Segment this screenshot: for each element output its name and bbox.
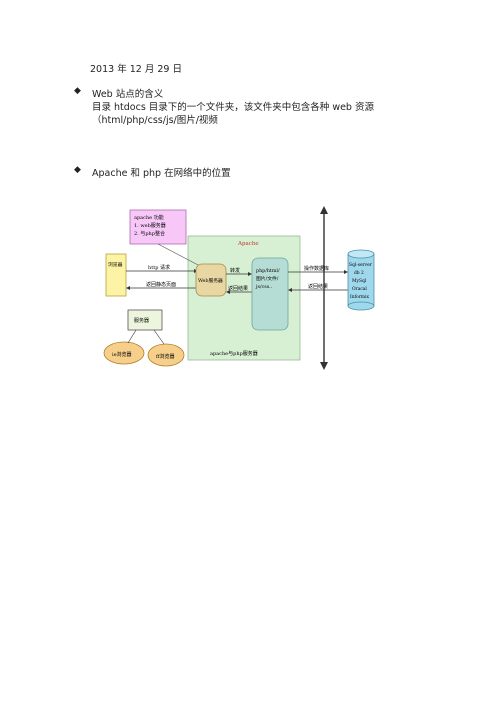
- note-line1: apache 功能: [134, 214, 164, 221]
- section1-line2: （html/php/css/js/图片/视频: [92, 115, 218, 126]
- php-resources-box: [251, 257, 289, 331]
- db-operation-label: 操作数据库: [304, 265, 329, 272]
- diamond-bullet-icon: ◆: [74, 86, 81, 96]
- db-line3: MySql: [352, 279, 367, 284]
- php-line1: php/html/: [256, 268, 280, 274]
- php-line2: 图片/文件/: [256, 275, 279, 282]
- diagram-caption: apache与php服务器: [210, 350, 258, 357]
- forward-label: 转发: [230, 267, 240, 274]
- db-line2: db 2: [354, 271, 364, 276]
- section2-heading: Apache 和 php 在网络中的位置: [92, 168, 231, 179]
- web-server-label: Web服务器: [198, 277, 223, 284]
- apache-php-network-diagram: Apache apache 功能 1. web服务器 2. 与php整合 浏览器…: [98, 206, 380, 370]
- apache-function-note: [129, 209, 187, 245]
- section1-heading: Web 站点的含义: [92, 89, 164, 100]
- http-request-label: http 请求: [148, 264, 170, 271]
- ie-browser-label: ie浏览器: [112, 351, 132, 358]
- db-line1: Sql-server: [349, 263, 373, 268]
- diamond-bullet-icon: ◆: [74, 165, 81, 175]
- browser-box: [105, 253, 127, 297]
- ff-browser-ellipse: [147, 343, 185, 367]
- db-line5: Informix: [350, 295, 369, 300]
- php-line3: js/css..: [255, 284, 273, 290]
- server-label: 服务器: [134, 317, 149, 324]
- browser-label: 浏览器: [108, 261, 123, 268]
- ff-browser-label: ff浏览器: [156, 353, 175, 360]
- note-line3: 2. 与php整合: [134, 230, 165, 237]
- document-date: 2013 年 12 月 29 日: [90, 64, 182, 75]
- return-result-label: 返回结果: [228, 285, 248, 292]
- apache-label: Apache: [237, 241, 259, 247]
- note-line2: 1. web服务器: [134, 222, 166, 229]
- return-page-label: 返回静态页面: [146, 281, 176, 288]
- section1-line1: 目录 htdocs 目录下的一个文件夹，该文件夹中包含各种 web 资源: [92, 102, 374, 113]
- web-server-box: [195, 263, 227, 297]
- db-return-label: 返回结果: [308, 283, 328, 290]
- ie-browser-ellipse: [103, 341, 145, 365]
- db-line4: Oracal: [352, 287, 367, 292]
- server-box: [127, 309, 163, 331]
